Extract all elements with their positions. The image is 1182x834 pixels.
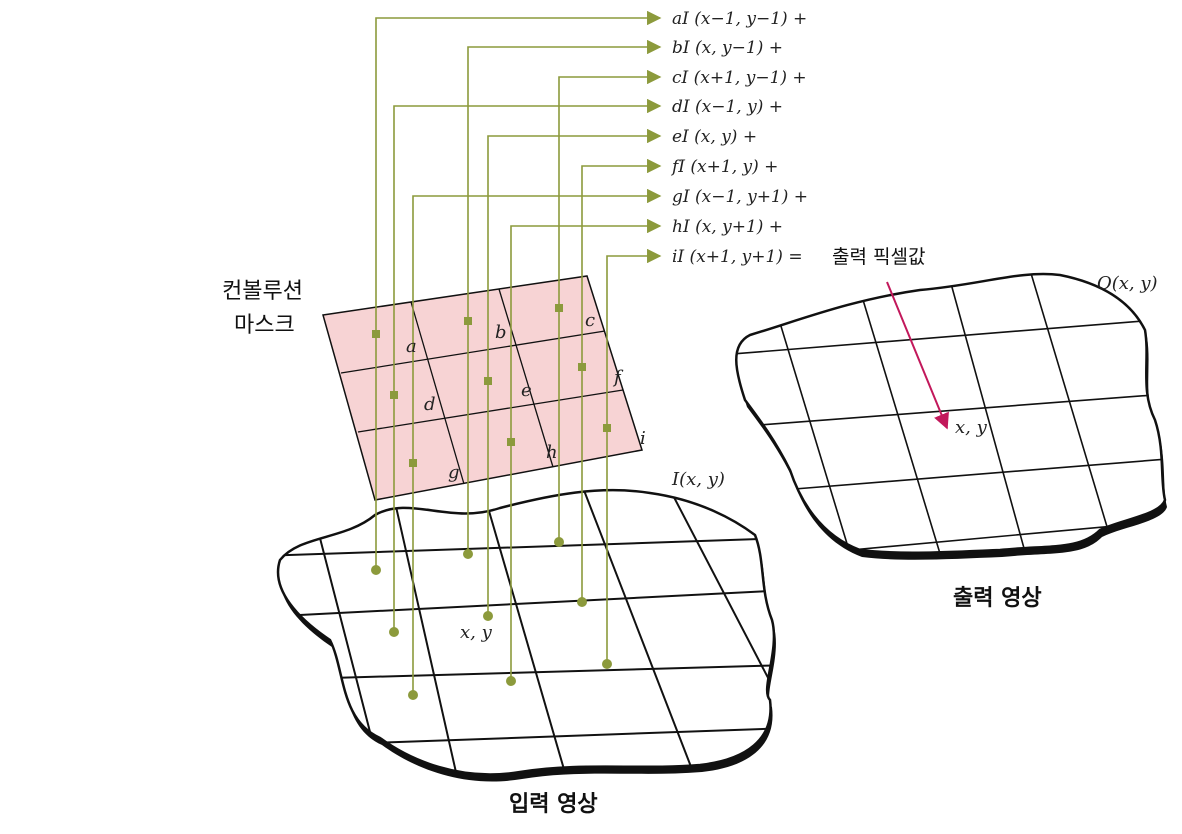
output-image-body — [735, 272, 1167, 554]
mask-sample-square — [603, 424, 611, 432]
formula-term: gI (x−1, y+1) + — [672, 187, 808, 207]
input-image-body — [276, 488, 776, 776]
connector-line — [467, 39, 662, 554]
mask-cell-label: f — [612, 367, 624, 388]
connector-line — [510, 218, 662, 681]
input-image-title: 입력 영상 — [509, 792, 598, 817]
connector-lines — [371, 10, 662, 700]
output-image-title: 출력 영상 — [953, 586, 1042, 611]
input-image — [276, 488, 776, 782]
mask-sample-square — [555, 304, 563, 312]
input-pixel-dot — [371, 565, 381, 575]
output-center-label: x, y — [955, 417, 988, 438]
mask-cell-label: c — [585, 310, 595, 331]
formula-term: dI (x−1, y) + — [672, 97, 783, 117]
convolution-mask — [322, 275, 643, 501]
mask-sample-square — [507, 438, 515, 446]
input-pixel-dot — [554, 537, 564, 547]
mask-grid — [340, 288, 624, 485]
input-pixel-dot — [506, 676, 516, 686]
mask-sample-square — [409, 459, 417, 467]
input-center-label: x, y — [460, 622, 493, 643]
output-pixel-label: 출력 픽셀값 — [832, 246, 925, 268]
mask-cell-label: g — [448, 462, 460, 483]
mask-cell-label: d — [424, 394, 436, 415]
mask-cell-label: a — [406, 336, 417, 357]
formula-term: bI (x, y−1) + — [672, 38, 783, 58]
input-pixel-dot — [577, 597, 587, 607]
input-pixel-dot — [463, 549, 473, 559]
connector-line — [375, 10, 662, 570]
formula-term: cI (x+1, y−1) + — [672, 68, 807, 88]
mask-label-line1: 컨볼루션 — [222, 279, 303, 304]
output-image-label: O(x, y) — [1097, 273, 1158, 294]
mask-cell-label: b — [495, 322, 507, 343]
input-grid — [278, 490, 774, 775]
input-pixel-dot — [389, 627, 399, 637]
mask-sample-square — [372, 330, 380, 338]
formula-term: iI (x+1, y+1) = — [672, 247, 803, 267]
mask-sample-square — [390, 391, 398, 399]
connector-line — [487, 128, 662, 616]
output-grid — [736, 273, 1165, 553]
connector-line — [606, 248, 662, 664]
connector-line — [393, 98, 662, 632]
connector-line — [558, 69, 662, 542]
mask-cell-label: h — [546, 442, 558, 463]
mask-cell-label: i — [640, 428, 646, 449]
formula-term: eI (x, y) + — [672, 127, 757, 147]
mask-cell-label: e — [521, 380, 532, 401]
output-image — [735, 272, 1167, 560]
mask-sample-square — [578, 363, 586, 371]
formula-term: fI (x+1, y) + — [670, 157, 778, 177]
connector-line — [412, 188, 662, 695]
input-pixel-dot — [408, 690, 418, 700]
formula-term: hI (x, y+1) + — [672, 217, 783, 237]
output-pixel-arrow — [886, 281, 949, 430]
input-image-label: I(x, y) — [671, 469, 725, 490]
mask-label-line2: 마스크 — [234, 313, 295, 338]
input-pixel-dot — [602, 659, 612, 669]
mask-sample-square — [464, 317, 472, 325]
formula-term: aI (x−1, y−1) + — [672, 9, 807, 29]
mask-sample-square — [484, 377, 492, 385]
connector-line — [581, 158, 662, 602]
formula-terms: aI (x−1, y−1) + bI (x, y−1) + cI (x+1, y−1… — [670, 9, 808, 267]
input-pixel-dot — [483, 611, 493, 621]
